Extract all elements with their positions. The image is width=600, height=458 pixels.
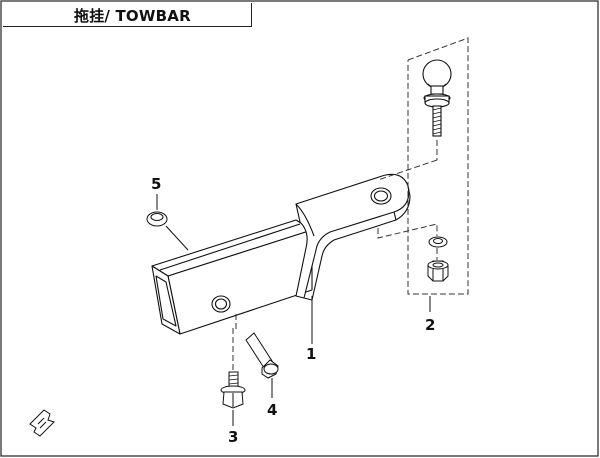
pin-bolt [245,332,279,379]
callout-1: 1 [306,345,316,363]
plug-cap [146,211,168,227]
assembly-centerlines [232,140,438,378]
title-box [3,3,252,27]
callout-4: 4 [267,401,277,419]
towbar-drawbar [295,173,411,301]
leader-lines [156,194,431,426]
hex-nut [427,260,449,282]
diagram-title: 拖挂/ TOWBAR [74,7,191,25]
hitch-ball [422,59,452,137]
front-arrow-icon [29,409,55,437]
callout-5: 5 [151,175,161,193]
group-bracket-2 [407,37,469,295]
callout-3: 3 [228,428,238,446]
callout-2: 2 [425,316,435,334]
lock-washer [428,236,448,248]
flange-bolt [220,371,246,409]
